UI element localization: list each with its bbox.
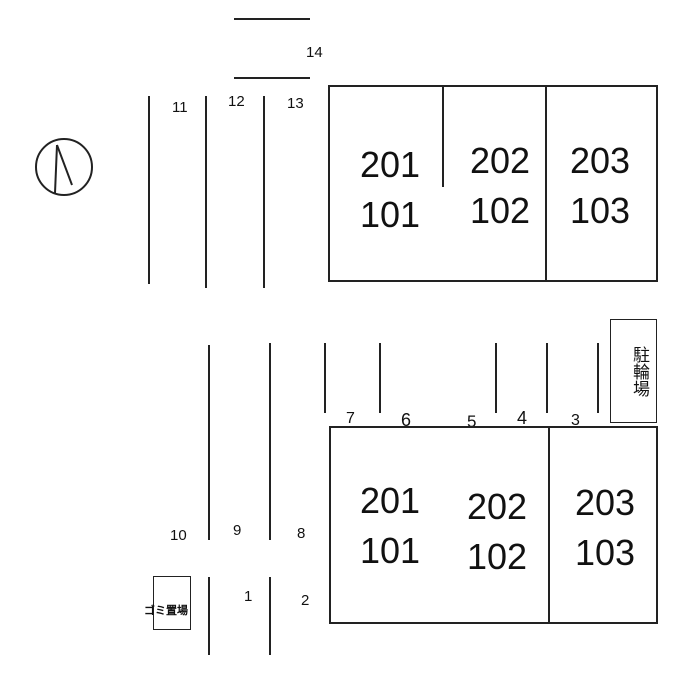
parking-number: 13 xyxy=(287,95,304,112)
garbage-area xyxy=(153,576,191,630)
parking-line xyxy=(234,18,310,20)
bicycle-parking-label: 駐輪場 xyxy=(630,346,649,397)
parking-line xyxy=(208,345,210,540)
building-bottom xyxy=(329,426,658,624)
parking-number: 1 xyxy=(244,588,253,605)
parking-number: 4 xyxy=(517,408,528,428)
parking-line xyxy=(269,343,271,540)
garbage-area-label: ゴミ置場 xyxy=(144,605,188,617)
parking-line xyxy=(208,577,210,655)
parking-line xyxy=(234,77,310,79)
parking-number: 10 xyxy=(170,527,187,544)
parking-line xyxy=(269,577,271,655)
parking-number: 7 xyxy=(346,410,355,427)
parking-line xyxy=(495,343,497,413)
parking-line xyxy=(324,343,326,413)
unit-divider xyxy=(442,85,444,187)
parking-number: 14 xyxy=(306,44,323,61)
parking-line xyxy=(205,96,207,288)
parking-number: 6 xyxy=(401,410,412,430)
unit-divider xyxy=(545,85,547,280)
parking-number: 12 xyxy=(228,93,245,110)
building-top xyxy=(328,85,658,282)
parking-number: 5 xyxy=(467,412,477,431)
parking-line xyxy=(148,96,150,284)
parking-number: 3 xyxy=(571,412,580,429)
parking-number: 9 xyxy=(233,522,242,539)
parking-line xyxy=(597,343,599,413)
parking-number: 11 xyxy=(172,99,188,116)
unit-divider xyxy=(548,426,550,622)
parking-line xyxy=(263,96,265,288)
parking-number: 2 xyxy=(301,592,310,609)
parking-line xyxy=(546,343,548,413)
parking-number: 8 xyxy=(297,525,306,542)
parking-line xyxy=(379,343,381,413)
bicycle-parking xyxy=(610,319,657,423)
